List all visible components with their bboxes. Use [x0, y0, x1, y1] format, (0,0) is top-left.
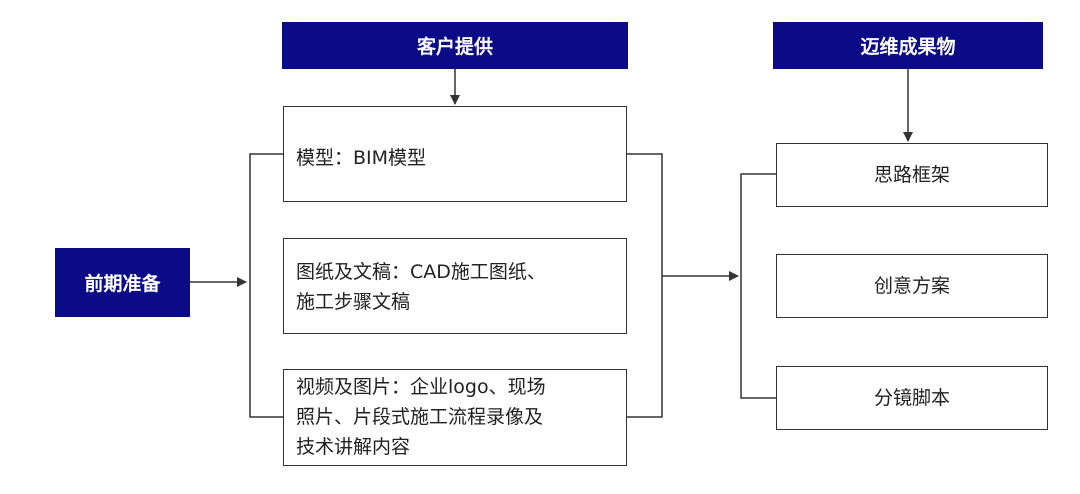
- output-box-framework: 思路框架: [776, 143, 1048, 207]
- input-box-media-line2: 照片、片段式施工流程录像及: [296, 406, 544, 428]
- left-bracket: [249, 153, 283, 418]
- output-header: 迈维成果物: [773, 22, 1043, 69]
- output-box-creative-label: 创意方案: [873, 275, 950, 297]
- input-box-drawings-line2: 施工步骤文稿: [296, 291, 411, 313]
- input-box-model: 模型：BIM模型: [283, 106, 627, 202]
- client-header: 客户提供: [282, 22, 628, 69]
- input-box-drawings: 图纸及文稿：CAD施工图纸、 施工步骤文稿: [283, 238, 627, 334]
- input-box-media-line1: 视频及图片：企业logo、现场: [296, 376, 546, 398]
- right-bracket: [627, 153, 663, 418]
- input-box-media: 视频及图片：企业logo、现场 照片、片段式施工流程录像及 技术讲解内容: [283, 369, 627, 466]
- prep-box: 前期准备: [55, 248, 190, 317]
- output-header-label: 迈维成果物: [860, 36, 956, 58]
- output-box-creative: 创意方案: [776, 254, 1048, 318]
- output-box-framework-label: 思路框架: [873, 164, 950, 186]
- output-bracket: [740, 173, 776, 399]
- client-header-label: 客户提供: [416, 36, 493, 58]
- input-box-model-text: 模型：BIM模型: [296, 147, 427, 169]
- input-box-drawings-line1: 图纸及文稿：CAD施工图纸、: [296, 261, 546, 283]
- output-box-storyboard-label: 分镜脚本: [873, 387, 950, 409]
- prep-label: 前期准备: [84, 273, 161, 295]
- output-box-storyboard: 分镜脚本: [776, 366, 1048, 430]
- input-box-media-line3: 技术讲解内容: [296, 436, 411, 458]
